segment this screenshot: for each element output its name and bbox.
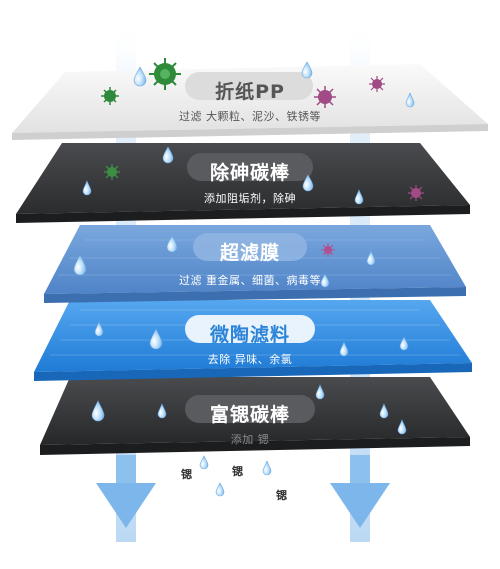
layer-3-title: 超滤膜	[219, 242, 281, 264]
layer-3-subtitle: 过滤 重金属、细菌、病毒等	[179, 274, 321, 287]
layer-5-subtitle: 添加 锶	[230, 433, 270, 446]
layer-1-pill-bg	[185, 72, 313, 100]
layer-1-title: 折纸PP	[215, 81, 285, 103]
layer-4-pill-bg	[185, 315, 315, 343]
strontium-label: 锶	[181, 468, 192, 481]
layer-1-subtitle: 过滤 大颗粒、泥沙、铁锈等	[179, 110, 321, 123]
strontium-label: 锶	[276, 489, 287, 502]
layer-5-title: 富锶碳棒	[209, 404, 291, 426]
green-virus-icon	[149, 58, 181, 90]
layer-4-title: 微陶滤料	[209, 324, 291, 346]
purple-virus-icon	[314, 86, 336, 108]
layer-2-subtitle: 添加阻垢剂，除砷	[204, 192, 296, 205]
water-droplets	[73, 61, 415, 497]
purple-virus-icon	[321, 243, 335, 257]
layer-2-title: 除砷碳棒	[209, 162, 291, 184]
layer-2-pill-bg	[187, 153, 313, 181]
strontium-label: 锶	[232, 465, 243, 478]
green-virus-icon	[101, 87, 119, 105]
layer-5-pill-bg	[185, 395, 315, 423]
purple-virus-icon	[369, 76, 385, 92]
layer-4-subtitle: 去除 异味、余氯	[207, 353, 293, 366]
layer-3-pill-bg	[193, 233, 307, 261]
purple-virus-icon	[408, 185, 424, 201]
right-arrow	[330, 455, 390, 528]
left-arrow	[96, 455, 156, 528]
green-virus-icon	[104, 164, 120, 180]
